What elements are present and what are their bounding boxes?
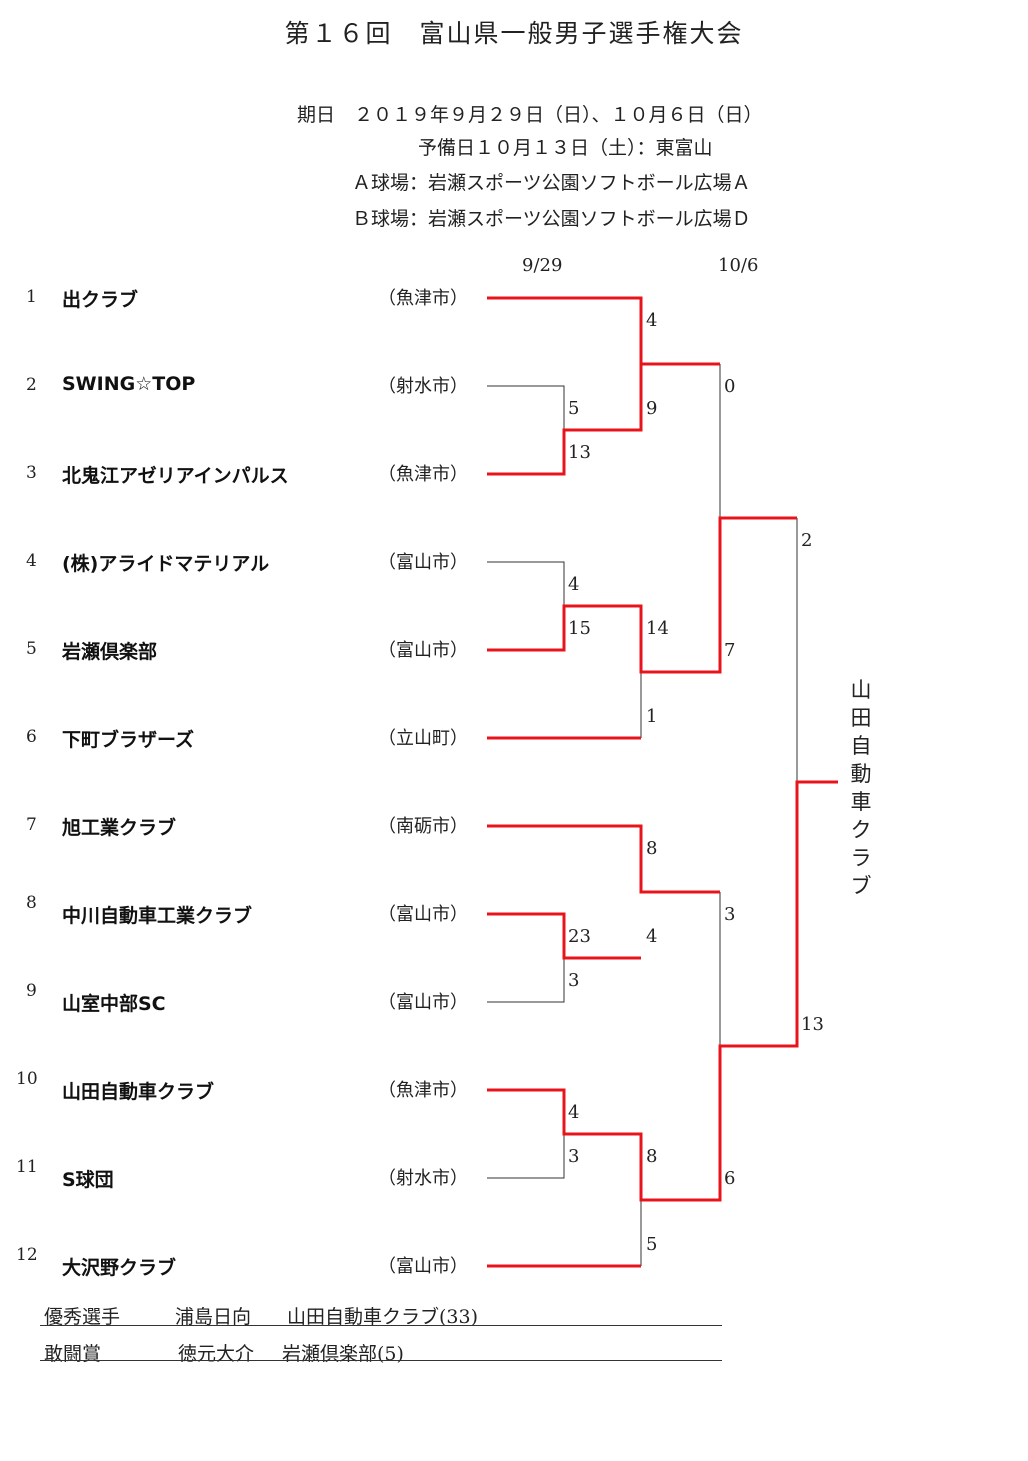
team-name: 旭工業クラブ — [62, 817, 177, 839]
team-seed: 8 — [26, 893, 37, 913]
score-final-bot: 13 — [801, 1014, 824, 1035]
award-player-best-player: 浦島日向 — [175, 1306, 252, 1328]
team-seed: 7 — [26, 815, 37, 835]
team-seed: 6 — [26, 727, 37, 747]
round-date-2: 10/6 — [718, 255, 759, 276]
award-divider-1 — [40, 1325, 722, 1326]
team-seed: 4 — [26, 551, 37, 571]
team-name: 山室中部SC — [62, 993, 166, 1015]
reserve-day: 予備日１０月１３日（土）：東富山 — [418, 137, 713, 159]
team-seed: 1 — [26, 287, 37, 307]
team-seed: 10 — [16, 1069, 38, 1089]
team-name: 岩瀬倶楽部 — [62, 641, 158, 663]
team-name: 山田自動車クラブ — [62, 1081, 215, 1103]
bracket-line-loser — [487, 385, 565, 430]
team-city: （富山市） — [378, 552, 468, 573]
team-seed: 12 — [16, 1245, 38, 1265]
team-city: （魚津市） — [378, 464, 468, 485]
team-name: 中川自動車工業クラブ — [62, 905, 253, 927]
score-r2d-bot: 5 — [646, 1234, 658, 1255]
bracket-line-winner — [487, 780, 838, 1202]
team-city: （魚津市） — [378, 1080, 468, 1101]
team-city: （富山市） — [378, 640, 468, 661]
bracket-line-winner — [487, 824, 720, 894]
team-name: SWING☆TOP — [62, 373, 196, 395]
team-city: （立山町） — [378, 728, 468, 749]
team-seed: 9 — [26, 981, 37, 1001]
bracket-line-winner — [487, 296, 643, 364]
award-label-best-player: 優秀選手 — [44, 1306, 121, 1328]
score-r2a-top: 4 — [646, 310, 658, 331]
award-team-fighting-spirit: 岩瀬倶楽部(5) — [282, 1343, 404, 1365]
bracket-line-loser — [487, 1134, 565, 1179]
score-r2c-bot: 4 — [646, 926, 658, 947]
award-player-fighting-spirit: 徳元大介 — [178, 1343, 255, 1365]
team-name: 下町ブラザーズ — [62, 729, 195, 751]
venue-a: Ａ球場：岩瀬スポーツ公園ソフトボール広場Ａ — [352, 172, 751, 194]
score-r1d-bot: 3 — [568, 1146, 580, 1167]
score-sfa-bot: 7 — [724, 640, 736, 661]
team-city: （富山市） — [378, 1256, 468, 1277]
round-date-1: 9/29 — [522, 255, 563, 276]
team-city: （魚津市） — [378, 288, 468, 309]
team-city: （射水市） — [378, 376, 468, 397]
team-city: （射水市） — [378, 1168, 468, 1189]
score-sfb-bot: 6 — [724, 1168, 736, 1189]
team-seed: 3 — [26, 463, 37, 483]
team-city: （富山市） — [378, 904, 468, 925]
team-name: S球団 — [62, 1169, 114, 1191]
team-name: 北鬼江アゼリアインパルス — [62, 465, 289, 487]
bracket-line-winner — [487, 362, 720, 476]
score-r1c-top: 23 — [568, 926, 591, 947]
page-title: 第１６回 富山県一般男子選手権大会 — [284, 19, 744, 48]
venue-b: Ｂ球場：岩瀬スポーツ公園ソフトボール広場Ｄ — [352, 208, 751, 230]
score-sfb-top: 3 — [724, 904, 736, 925]
score-r1c-bot: 3 — [568, 970, 580, 991]
schedule-period: 期日 ２０１９年９月２９日（日）、１０月６日（日） — [297, 104, 763, 126]
score-final-top: 2 — [801, 530, 813, 551]
score-r1a-bot: 13 — [568, 442, 591, 463]
team-seed: 5 — [26, 639, 37, 659]
score-r2d-top: 8 — [646, 1146, 658, 1167]
team-city: （南砺市） — [378, 816, 468, 837]
bracket-line-loser — [487, 561, 565, 606]
team-seed: 2 — [26, 375, 37, 395]
bracket-line-loser — [487, 958, 565, 1003]
team-seed: 11 — [16, 1157, 38, 1177]
score-r2a-bot: 9 — [646, 398, 658, 419]
score-r2c-top: 8 — [646, 838, 658, 859]
score-r1b-top: 4 — [568, 574, 580, 595]
bracket-line-winner — [487, 912, 641, 960]
score-r2b-bot: 1 — [646, 706, 658, 727]
score-r2b-top: 14 — [646, 618, 669, 639]
team-name: 出クラブ — [62, 289, 139, 311]
team-name: (株)アライドマテリアル — [62, 553, 270, 575]
bracket-line-winner — [487, 516, 797, 674]
score-r1d-top: 4 — [568, 1102, 580, 1123]
score-sfa-top: 0 — [724, 376, 736, 397]
award-team-best-player: 山田自動車クラブ(33) — [287, 1306, 479, 1328]
award-label-fighting-spirit: 敢闘賞 — [44, 1343, 102, 1365]
score-r1a-top: 5 — [568, 398, 580, 419]
champion-label: 山 田 自 動 車 ク ラ ブ — [850, 678, 872, 898]
score-r1b-bot: 15 — [568, 618, 591, 639]
team-name: 大沢野クラブ — [62, 1257, 177, 1279]
award-divider-2 — [40, 1360, 722, 1361]
team-city: （富山市） — [378, 992, 468, 1013]
